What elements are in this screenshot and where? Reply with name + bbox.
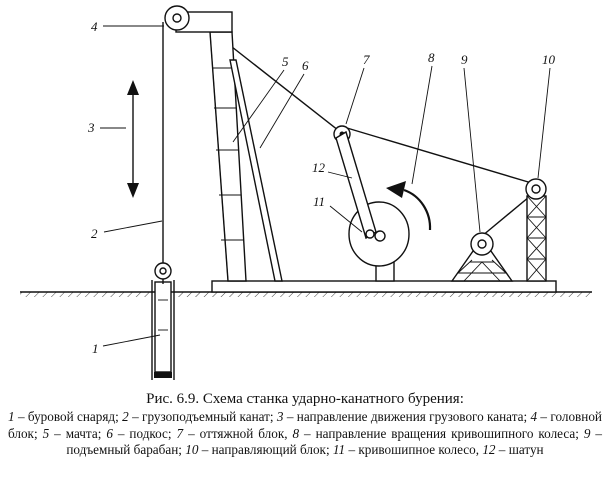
legend-item: 7 – оттяжной блок, — [176, 425, 293, 441]
legend-item: 6 – подкос; — [106, 425, 177, 441]
label-6: 6 — [302, 58, 309, 73]
legend-item: 9 – подъемный барабан; — [66, 425, 602, 458]
label-7: 7 — [363, 52, 370, 67]
legend-item: 12 – шатун — [482, 442, 544, 458]
drilling-tool — [154, 281, 172, 378]
guide-block — [525, 178, 547, 200]
label-3: 3 — [87, 120, 95, 135]
label-9: 9 — [461, 52, 468, 67]
legend-item: 11 – кривошипное колесо, — [332, 442, 483, 458]
legend-item: 2 – грузоподъемный канат; — [122, 409, 277, 424]
strut — [229, 59, 283, 282]
drilling-rig-diagram: 4 3 2 1 5 6 7 8 9 10 12 11 — [20, 5, 592, 380]
tool-swivel-block — [154, 262, 172, 284]
label-8: 8 — [428, 50, 435, 65]
label-1: 1 — [92, 341, 99, 356]
ground — [20, 291, 592, 297]
legend-item: 4 – головной блок; — [8, 409, 602, 441]
label-2: 2 — [91, 226, 98, 241]
head-block — [164, 5, 190, 31]
base-platform — [211, 280, 557, 293]
legend-item: 10 – направляющий блок; — [185, 442, 333, 458]
caption-title: Рис. 6.9. Схема станка ударно-канатного … — [146, 391, 464, 407]
caption-legend: 1 – буровой снаряд; 2 – грузоподъемный к… — [0, 409, 610, 459]
borehole — [151, 280, 175, 380]
mast — [209, 31, 247, 282]
hoisting-drum — [450, 232, 514, 282]
legend-item: 8 – направление вращения кривошипного ко… — [292, 425, 584, 441]
guide-tower — [526, 195, 547, 282]
rotation-direction-arrow — [386, 181, 432, 231]
label-4: 4 — [91, 19, 98, 34]
label-10: 10 — [542, 52, 556, 67]
legend-item: 1 – буровой снаряд; — [8, 409, 123, 424]
label-12: 12 — [312, 160, 326, 175]
legend-item: 5 – мачта; — [42, 425, 107, 441]
leader-lines — [100, 25, 551, 347]
connecting-rod — [335, 130, 377, 240]
label-11: 11 — [313, 194, 325, 209]
label-5: 5 — [282, 54, 289, 69]
legend-item: 3 – направление движения грузового канат… — [276, 409, 531, 424]
cable-direction-arrow — [127, 80, 139, 198]
figure-caption: Рис. 6.9. Схема станка ударно-канатного … — [0, 388, 610, 486]
